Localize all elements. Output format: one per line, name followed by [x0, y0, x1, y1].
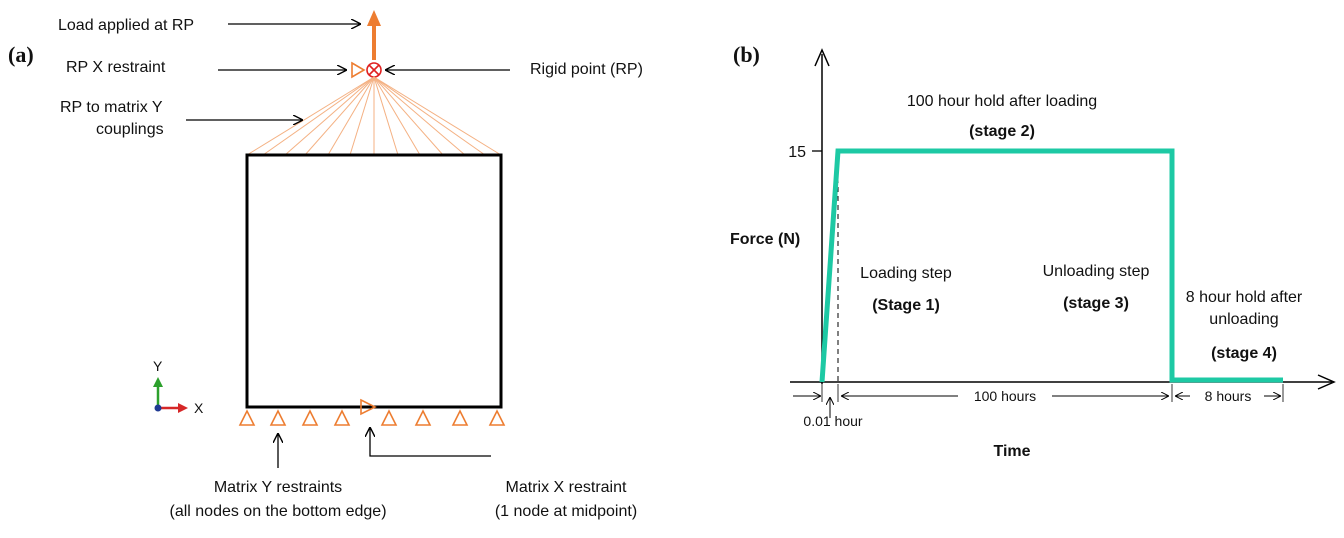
couplings-label-line1: RP to matrix Y	[60, 99, 163, 116]
matrix-y-label-line1: Matrix Y restraints	[214, 479, 342, 496]
matrix-x-restraint-arrow	[370, 428, 491, 457]
rigid-point-icon	[366, 62, 382, 78]
hold-8h-label-line1: 8 hour hold after	[1186, 289, 1303, 306]
axis-y-label: Y	[153, 358, 163, 374]
matrix-x-label-line2: (1 node at midpoint)	[495, 503, 637, 520]
panel-b-label: (b)	[733, 42, 760, 67]
matrix-y-restraints	[238, 409, 506, 426]
unloading-step-label: Unloading step	[1043, 263, 1150, 280]
x-axis-label: Time	[993, 443, 1030, 460]
load-arrow	[367, 10, 381, 60]
dim-100-hours-label: 100 hours	[974, 388, 1036, 404]
stage3-label: (stage 3)	[1063, 295, 1129, 312]
stage1-label: (Stage 1)	[872, 297, 940, 314]
stage2-label: (stage 2)	[969, 123, 1035, 140]
y-tick-label: 15	[788, 144, 806, 161]
stage4-label: (stage 4)	[1211, 345, 1277, 362]
matrix-square	[245, 153, 503, 409]
panel-a-label: (a)	[8, 42, 34, 67]
force-curve	[819, 148, 1283, 383]
dimension-8-hours	[1176, 384, 1284, 402]
axis-triad-icon	[153, 377, 188, 413]
loading-step-label: Loading step	[860, 265, 952, 282]
rp-x-restraint-label: RP X restraint	[66, 59, 166, 76]
panel-b: (b) 15 Force (N) Time 100 hour hold afte…	[730, 42, 1336, 460]
y-axis-label: Force (N)	[730, 231, 800, 248]
couplings-label-line2: couplings	[96, 121, 164, 138]
matrix-x-label-line1: Matrix X restraint	[506, 479, 627, 496]
rigid-point-label: Rigid point (RP)	[530, 61, 643, 78]
x-axis-arrowhead	[1317, 374, 1336, 390]
dimension-001-hour	[793, 384, 839, 418]
hold-8h-label-line2: unloading	[1209, 311, 1278, 328]
dim-001-hour-label: 0.01 hour	[803, 413, 862, 429]
coupling-lines	[246, 76, 502, 156]
matrix-x-restraint-triangle	[360, 398, 377, 416]
load-applied-label: Load applied at RP	[58, 17, 194, 34]
y-axis-arrowhead	[814, 48, 830, 67]
rp-x-restraint-triangle	[351, 61, 366, 79]
axis-x-label: X	[194, 400, 204, 416]
matrix-y-label-line2: (all nodes on the bottom edge)	[169, 503, 386, 520]
dimension-100-hours	[842, 384, 1173, 402]
hold-100h-label: 100 hour hold after loading	[907, 93, 1097, 110]
dim-8-hours-label: 8 hours	[1205, 388, 1252, 404]
panel-a: (a) Load applied at RP RP X restraint Ri…	[8, 10, 643, 520]
